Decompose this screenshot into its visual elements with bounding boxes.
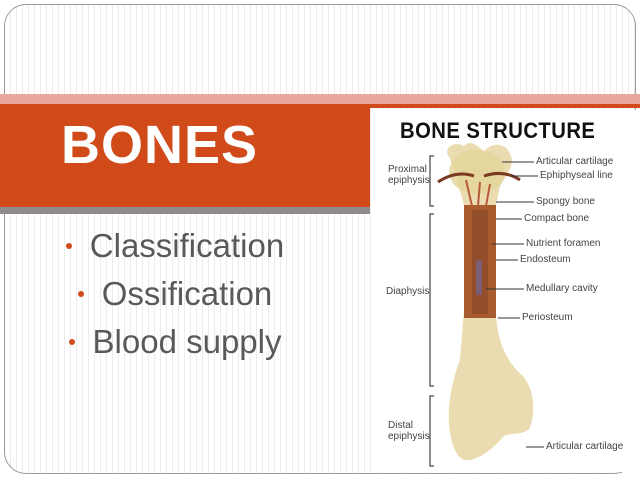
bullet-list: Classification Ossification Blood supply	[40, 222, 310, 366]
bullet-dot-icon	[65, 243, 72, 249]
title-bar	[0, 104, 370, 207]
bullet-dot-icon	[77, 291, 84, 297]
title-bar-shadow	[0, 207, 370, 214]
bone-structure-diagram: BONE STRUCTURE Proximal epiphysis Diaphy…	[372, 110, 640, 472]
slide-title: BONES	[61, 115, 259, 175]
label-medullary-cavity: Medullary cavity	[526, 283, 598, 294]
bullet-label: Classification	[89, 227, 285, 264]
bone-illustration	[429, 142, 544, 467]
label-articular-cartilage-distal: Articular cartilage	[546, 441, 624, 452]
label-nutrient-foramen: Nutrient foramen	[526, 238, 601, 249]
label-periosteum: Periosteum	[522, 312, 573, 323]
bullet-item: Ossification	[40, 270, 310, 318]
diagram-title: BONE STRUCTURE	[400, 118, 596, 143]
label-endosteum: Endosteum	[520, 254, 571, 265]
region-label-proximal: Proximal epiphysis	[388, 164, 430, 186]
region-label-diaphysis: Diaphysis	[386, 286, 430, 297]
region-label-distal: Distal epiphysis	[388, 420, 430, 442]
bullet-dot-icon	[68, 339, 75, 345]
label-compact-bone: Compact bone	[524, 213, 590, 224]
bullet-item: Blood supply	[40, 318, 310, 366]
bullet-label: Ossification	[101, 275, 273, 312]
bullet-label: Blood supply	[92, 323, 282, 360]
label-articular-cartilage: Articular cartilage	[536, 156, 614, 167]
title-bar-extension	[370, 104, 640, 108]
bullet-item: Classification	[40, 222, 310, 270]
label-epiphyseal-line: Ephiphyseal line	[540, 170, 613, 181]
title-accent-stripe	[0, 94, 640, 104]
label-spongy-bone: Spongy bone	[536, 196, 595, 207]
